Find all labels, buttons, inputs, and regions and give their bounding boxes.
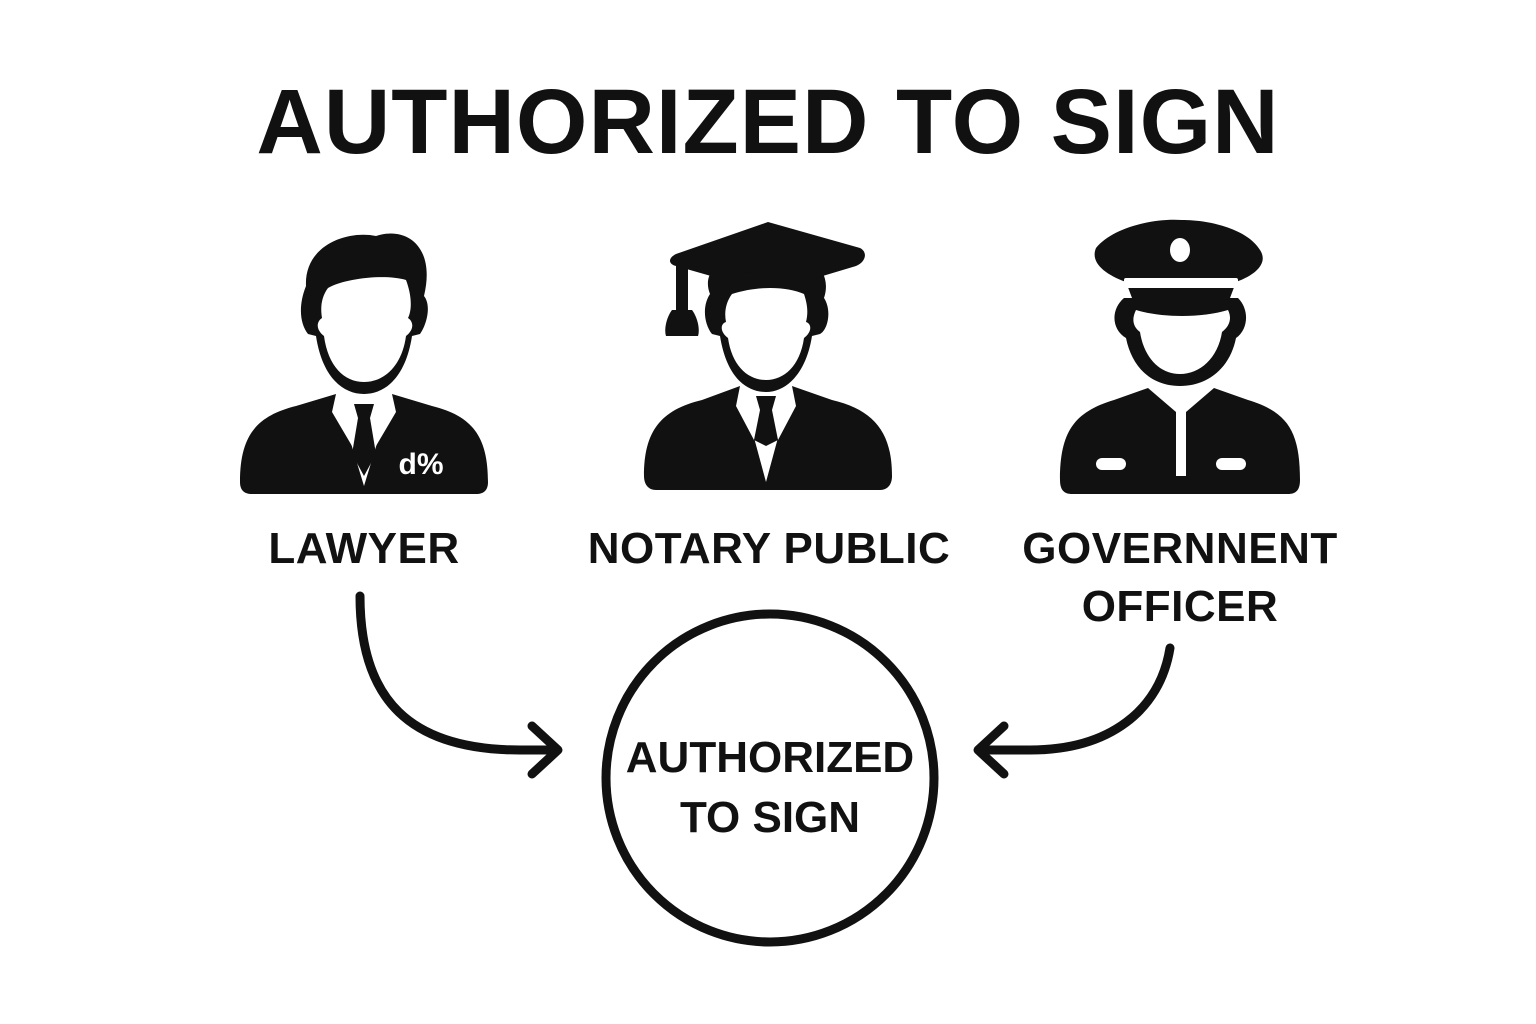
- arrowhead-left-icon: [973, 721, 1009, 779]
- role-label-notary-public: NOTARY PUBLIC: [587, 524, 951, 573]
- graduate-cap-person-icon: [644, 222, 892, 490]
- arrow-from-government-officer: [977, 643, 1175, 755]
- diagram-title: AUTHORIZED TO SIGN: [256, 71, 1280, 173]
- role-label-government-officer-line1: GOVERNNENT: [1022, 524, 1338, 573]
- center-text-line1: AUTHORIZED: [625, 733, 915, 782]
- police-officer-icon: [1060, 219, 1300, 494]
- authorized-circle: [601, 609, 939, 947]
- arrow-from-lawyer: [355, 591, 561, 755]
- role-label-lawyer: LAWYER: [268, 524, 460, 573]
- lawyer-icon: d%: [240, 233, 488, 494]
- arrowhead-right-icon: [527, 721, 563, 779]
- role-label-government-officer-line2: OFFICER: [1081, 582, 1279, 631]
- center-text-line2: TO SIGN: [679, 793, 861, 842]
- lawyer-badge-text: d%: [399, 448, 444, 481]
